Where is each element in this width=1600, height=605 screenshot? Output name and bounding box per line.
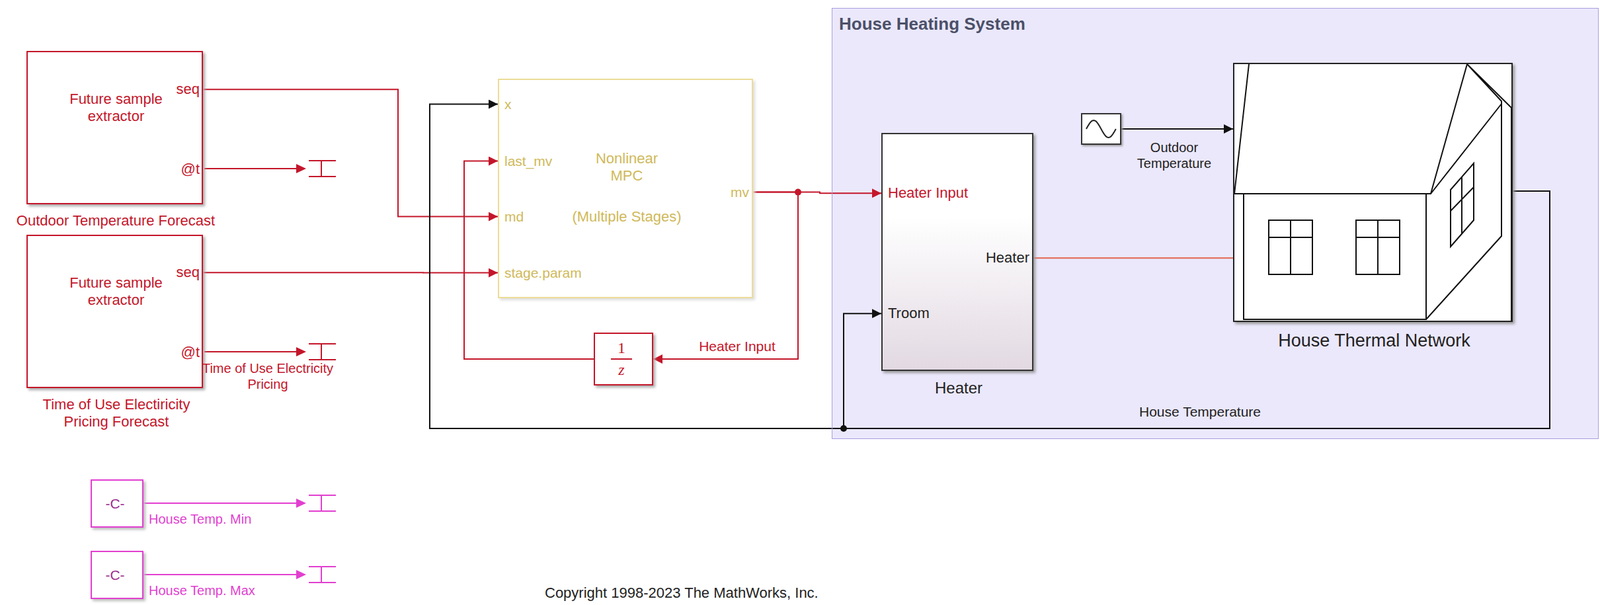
port-label: seq: [126, 80, 200, 98]
house-side-edge: [1510, 107, 1512, 321]
label-patch: Heater Input: [696, 338, 778, 354]
sine-icon: [1082, 114, 1120, 144]
signal-connector: [202, 89, 498, 217]
house-block: House Thermal Network: [1233, 62, 1513, 322]
block-caption: House Thermal Network: [1221, 329, 1528, 352]
port-label: x: [504, 95, 545, 113]
signal-label: House Temp. Max: [148, 582, 281, 599]
house-roof: [1234, 64, 1468, 194]
junction-dot: [840, 425, 847, 432]
delay-denominator: z: [595, 360, 648, 380]
block-caption: Time of Use Electiricity Pricing Forecas…: [23, 396, 209, 432]
port-label: mv: [697, 183, 750, 201]
fraction-line: [610, 358, 633, 360]
house-front-wall: [1243, 193, 1427, 320]
signal-connector: [1033, 257, 1234, 259]
mpc-block: x last_mvmd stage.param Nonlinear MPC (Multi…: [497, 78, 754, 299]
constant-symbol: -C-: [91, 566, 139, 584]
block-caption: Heater: [882, 378, 1035, 399]
block-name: Future sample extractor: [54, 274, 178, 310]
extractor-block: Future sample extractorseq@tTime of Use …: [26, 234, 203, 389]
port-label: Heater: [955, 249, 1030, 267]
block-name: (Multiple Stages): [547, 208, 707, 226]
signal-connector: [1121, 128, 1234, 130]
port-label: @t: [126, 343, 200, 361]
label-patch: House Temperature: [1137, 403, 1263, 420]
signal-connector: [202, 271, 498, 274]
port-label: seq: [126, 263, 200, 281]
subsystem-area: House Heating SystemHeater InputHeaterTr…: [831, 7, 1599, 440]
sine-curve: [1086, 120, 1117, 138]
house-gable: [1426, 64, 1512, 320]
window-bars: [1268, 220, 1313, 275]
port-label: Heater Input: [887, 184, 1007, 202]
house-lines: [1234, 64, 1512, 321]
port-label: md: [504, 208, 545, 225]
extractor-block: Future sample extractorseq@tOutdoor Temp…: [26, 50, 203, 205]
connector-label: House Temperature: [1123, 403, 1277, 420]
region-fill: [831, 7, 1599, 440]
heater-block: Heater InputHeaterTroomHeater: [881, 132, 1034, 371]
unit-delay-block: 1z: [593, 332, 654, 386]
signal-label: Time of Use Electricity Pricing: [198, 360, 338, 393]
signal-label: Outdoor Temperature: [1124, 139, 1224, 172]
house-side-window: [1450, 163, 1474, 247]
constant-symbol: -C-: [91, 495, 139, 512]
constant-block: -C-House Temp. Min: [90, 479, 144, 528]
port-label: stage.param: [504, 264, 611, 281]
block-name: Future sample extractor: [54, 90, 178, 126]
port-label: @t: [126, 160, 200, 178]
house-drawing: [1234, 64, 1512, 321]
constant-block: -C-House Temp. Max: [90, 550, 144, 600]
window-bars: [1356, 220, 1400, 275]
house-window: [1268, 220, 1313, 275]
delay-numerator: 1: [595, 338, 648, 358]
connector-label: Heater Input: [687, 337, 787, 355]
signal-label: House Temp. Min: [148, 511, 281, 527]
house-window: [1356, 220, 1400, 275]
area-title: House Heating System: [839, 13, 1104, 35]
block-name: Nonlinear MPC: [580, 150, 674, 186]
junction-dot: [794, 189, 802, 196]
block-caption: Outdoor Temperature Forecast: [6, 212, 225, 230]
port-label: Troom: [887, 304, 968, 322]
copyright-caption: Copyright 1998-2023 The MathWorks, Inc.: [544, 584, 819, 602]
sine-wave-block: Outdoor Temperature: [1080, 113, 1122, 145]
port-label: last_mv: [504, 152, 584, 170]
